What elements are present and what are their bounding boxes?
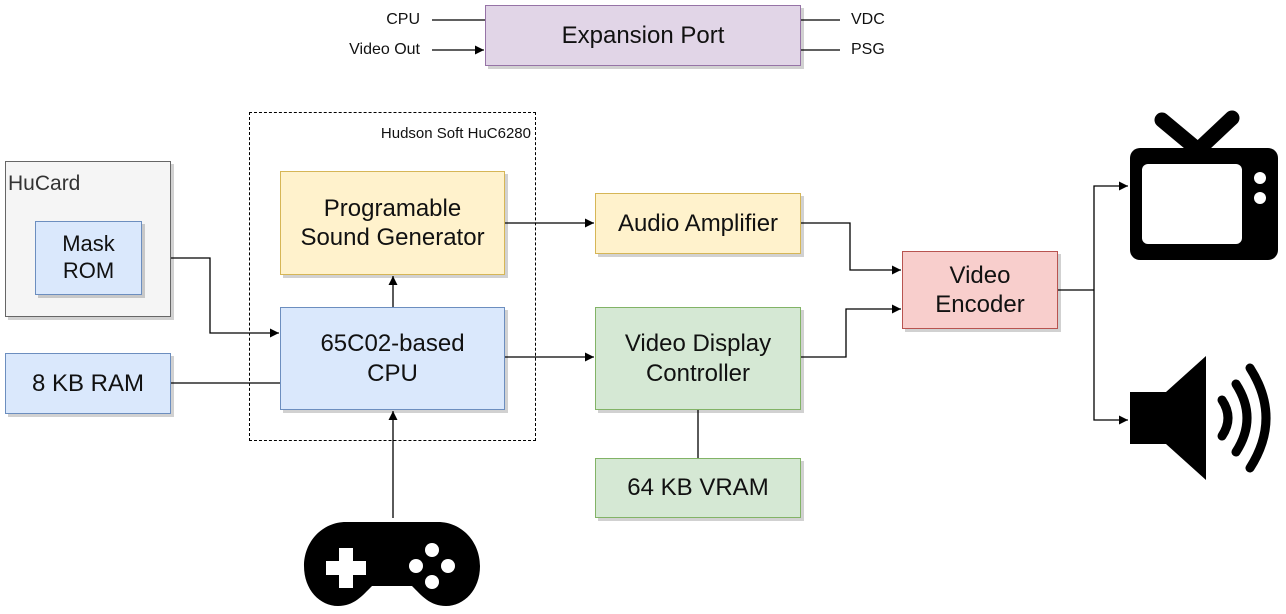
rom-to-cpu-line — [142, 257, 279, 338]
television-icon — [1130, 110, 1278, 260]
mask-rom-label: Mask ROM — [62, 231, 115, 283]
huc6280-label: Hudson Soft HuC6280 — [380, 125, 531, 142]
video-encoder-label: Video Encoder — [935, 261, 1025, 318]
expansion-port-box: Expansion Port — [485, 5, 801, 66]
gamepad-icon — [304, 522, 480, 606]
vdc-label: Video Display Controller — [624, 330, 772, 387]
port-label-psg: PSG — [851, 41, 885, 58]
vdc-to-encoder-line — [801, 304, 901, 358]
port-label-cpu: CPU — [386, 11, 420, 28]
audio-amplifier-box: Audio Amplifier — [595, 193, 801, 254]
port-label-vdc: VDC — [851, 11, 885, 28]
vram-box: 64 KB VRAM — [595, 458, 801, 518]
audio-amplifier-label: Audio Amplifier — [617, 209, 779, 237]
cpu-label: 65C02-based CPU — [320, 330, 465, 387]
hucard-label: HuCard — [8, 172, 81, 195]
psg-label: Programable Sound Generator — [300, 194, 485, 251]
encoder-to-tv-line — [1093, 181, 1128, 290]
port-label-video-out: Video Out — [349, 41, 420, 58]
cpu-box: 65C02-based CPU — [280, 307, 505, 410]
mask-rom-box: Mask ROM — [35, 221, 142, 295]
video-encoder-box: Video Encoder — [902, 251, 1058, 329]
expansion-port-label: Expansion Port — [561, 21, 725, 49]
huc6280-group: Hudson Soft HuC6280 — [249, 112, 536, 441]
encoder-to-speaker-line — [1093, 290, 1128, 425]
vdc-box: Video Display Controller — [595, 307, 801, 410]
ram-box: 8 KB RAM — [5, 353, 171, 414]
ram-label: 8 KB RAM — [31, 369, 145, 397]
amp-to-encoder-line — [801, 222, 901, 275]
psg-box: Programable Sound Generator — [280, 171, 505, 275]
vram-label: 64 KB VRAM — [627, 474, 769, 502]
speaker-icon — [1130, 356, 1271, 480]
